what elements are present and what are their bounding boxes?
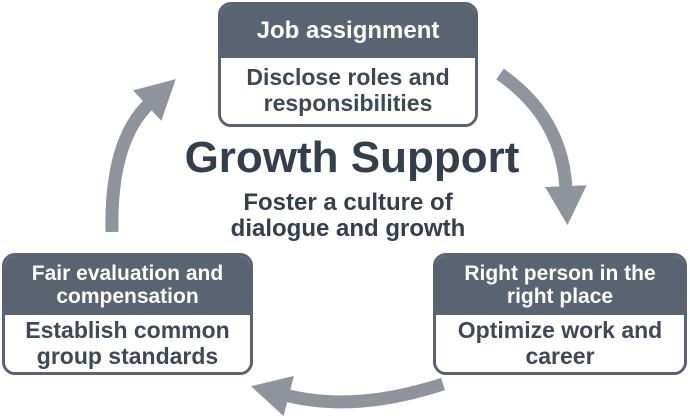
- arrow-left-to-top-icon: [105, 79, 176, 233]
- page-subtitle: Foster a culture of dialogue and growth: [230, 189, 466, 242]
- box-right-person: Right person in the right place Optimize…: [433, 253, 687, 375]
- page-title: Growth Support: [184, 133, 520, 182]
- arrow-right-to-left-icon: [251, 375, 446, 417]
- arrow-top-to-right-icon: [496, 68, 587, 226]
- box-job-assignment-header: Job assignment: [221, 5, 475, 58]
- box-right-person-header: Right person in the right place: [436, 256, 684, 316]
- box-job-assignment-body: Disclose roles and responsibilities: [221, 58, 475, 124]
- box-right-person-body: Optimize work and career: [436, 315, 684, 372]
- box-fair-evaluation: Fair evaluation and compensation Establi…: [2, 253, 253, 375]
- box-fair-evaluation-body: Establish common group standards: [5, 315, 250, 372]
- box-job-assignment: Job assignment Disclose roles and respon…: [218, 2, 478, 127]
- box-fair-evaluation-header: Fair evaluation and compensation: [5, 256, 250, 316]
